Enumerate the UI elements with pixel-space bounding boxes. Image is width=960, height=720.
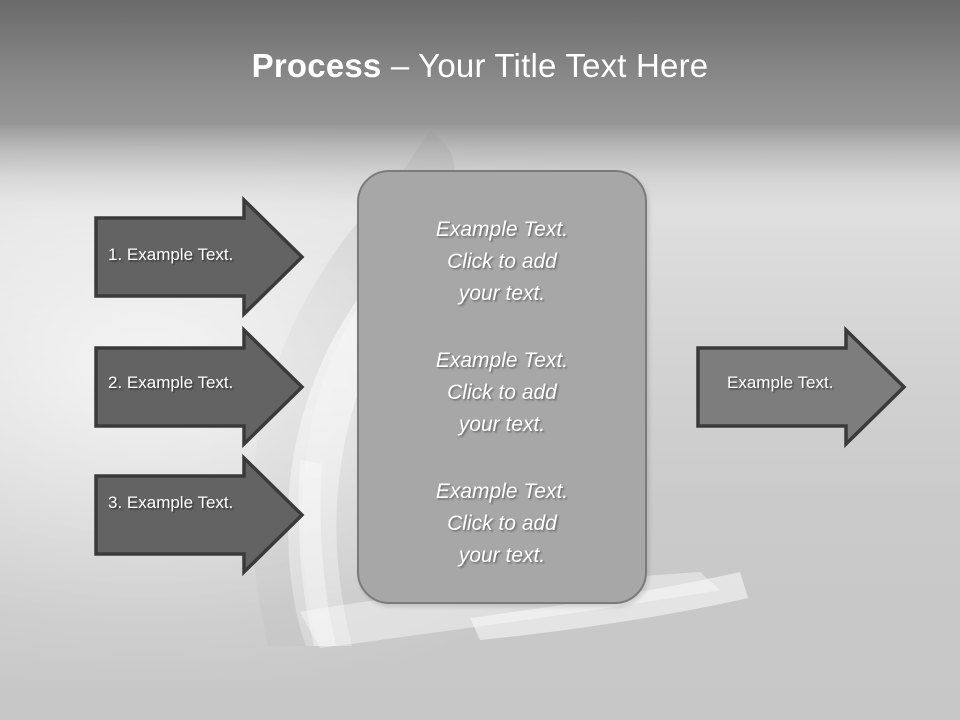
page-title-bold: Process (251, 47, 382, 84)
process-arrow-3[interactable] (94, 453, 305, 577)
center-content-panel[interactable]: Example Text. Click to add your text. Ex… (357, 170, 647, 604)
panel-text-block-1[interactable]: Example Text. Click to add your text. (359, 214, 645, 310)
page-title-regular: – Your Title Text Here (381, 47, 709, 84)
panel-text-block-2-line-1: Example Text. (435, 349, 569, 372)
page-title: Process – Your Title Text Here (0, 46, 960, 86)
panel-text-block-3-line-3: your text. (458, 544, 546, 567)
panel-text-block-1-line-3: your text. (458, 282, 546, 305)
panel-text-block-3-line-2: Click to add (447, 512, 557, 535)
header-band (0, 0, 960, 125)
panel-text-block-1-line-1: Example Text. (435, 218, 569, 241)
panel-text-block-1-line-2: Click to add (447, 250, 557, 273)
panel-text-block-2-line-2: Click to add (447, 381, 557, 404)
panel-text-block-3[interactable]: Example Text. Click to add your text. (359, 476, 645, 572)
panel-text-block-3-line-1: Example Text. (435, 480, 569, 503)
panel-text-block-2[interactable]: Example Text. Click to add your text. (359, 345, 645, 441)
center-content-panel-body: Example Text. Click to add your text. Ex… (359, 172, 645, 602)
process-arrow-2[interactable] (94, 325, 305, 449)
process-arrow-1[interactable] (94, 195, 305, 319)
output-arrow[interactable] (696, 325, 907, 449)
panel-text-block-2-line-3: your text. (458, 413, 546, 436)
